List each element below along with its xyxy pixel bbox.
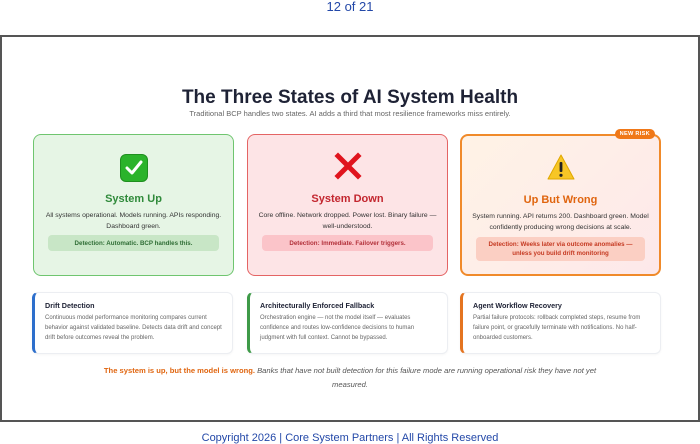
- state-cards: System Up All systems operational. Model…: [32, 129, 672, 276]
- page-counter: 12 of 21: [326, 0, 374, 14]
- slide-subtitle: Traditional BCP handles two states. AI a…: [189, 109, 511, 118]
- copyright-footer: Copyright 2026 | Core System Partners | …: [201, 432, 499, 444]
- feature-title: Agent Workflow Recovery: [473, 301, 562, 310]
- footnote-highlight: The system is up, but the model is wrong…: [103, 366, 255, 375]
- feature-description: Partial failure protocols: rollback comp…: [473, 315, 641, 341]
- warning-icon: [546, 153, 576, 186]
- card-title: System Up: [105, 193, 162, 205]
- feature-panels: Drift Detection Continuous model perform…: [32, 292, 666, 354]
- card-title: System Down: [311, 193, 384, 205]
- card-description: Core offline. Network dropped. Power los…: [258, 212, 437, 230]
- feature-title: Architecturally Enforced Fallback: [260, 301, 375, 310]
- footnote-text: Banks that have not built detection for …: [254, 366, 597, 389]
- card-system-up: System Up All systems operational. Model…: [33, 134, 234, 276]
- footnote: The system is up, but the model is wrong…: [102, 364, 598, 392]
- card-description: System running. API returns 200. Dashboa…: [472, 213, 649, 231]
- cross-mark-icon: [333, 151, 362, 185]
- detection-note: Detection: Weeks later via outcome anoma…: [476, 237, 645, 261]
- slide-frame: The Three States of AI System Health Tra…: [0, 35, 700, 422]
- card-title: Up But Wrong: [523, 194, 598, 206]
- feature-description: Orchestration engine — not the model its…: [260, 315, 415, 341]
- detection-note: Detection: Automatic. BCP handles this.: [48, 235, 219, 251]
- card-system-down: System Down Core offline. Network droppe…: [247, 134, 448, 276]
- card-description: All systems operational. Models running.…: [45, 212, 222, 230]
- feature-drift-detection: Drift Detection Continuous model perform…: [32, 292, 233, 354]
- feature-enforced-fallback: Architecturally Enforced Fallback Orches…: [247, 292, 448, 354]
- card-up-but-wrong: NEW RISK Up But Wrong System running. AP…: [460, 129, 661, 276]
- detection-note: Detection: Immediate. Failover triggers.: [262, 235, 433, 251]
- check-mark-icon: [119, 154, 148, 182]
- new-risk-badge: NEW RISK: [614, 129, 655, 139]
- slide-title: The Three States of AI System Health: [181, 87, 519, 108]
- feature-workflow-recovery: Agent Workflow Recovery Partial failure …: [460, 292, 661, 354]
- feature-title: Drift Detection: [45, 301, 95, 310]
- feature-description: Continuous model performance monitoring …: [45, 315, 222, 341]
